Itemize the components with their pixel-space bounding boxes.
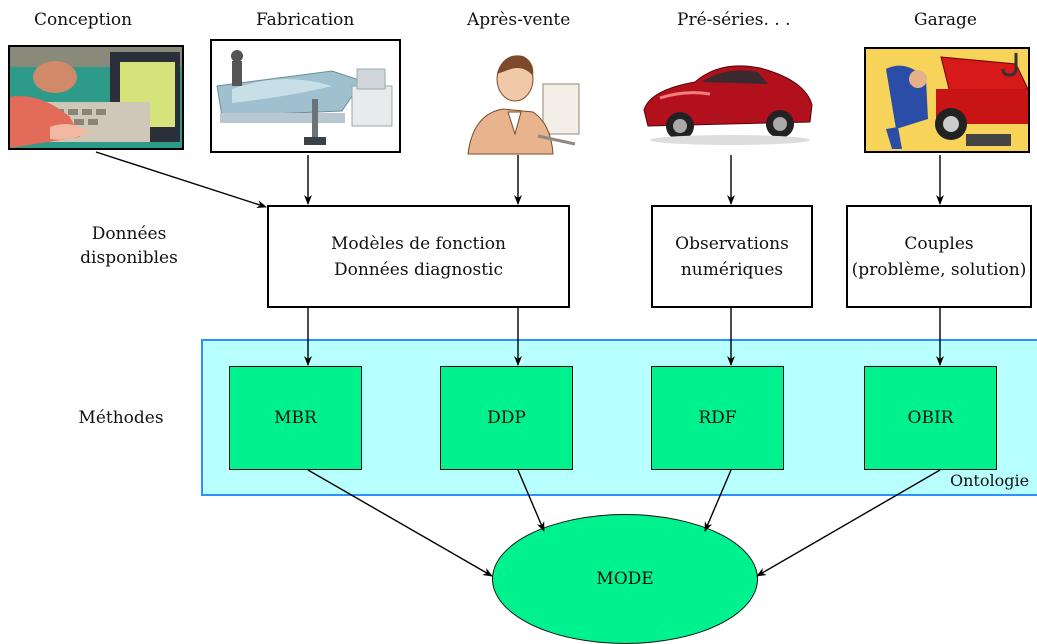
observations-line1: Observations xyxy=(675,233,789,254)
couples-line2: (problème, solution) xyxy=(851,259,1027,280)
method-mbr-box: MBR xyxy=(229,366,362,470)
method-ddp-box: DDP xyxy=(440,366,573,470)
available-data-label: Données disponibles xyxy=(80,224,178,268)
couples-box: Couples (problème, solution) xyxy=(846,205,1032,308)
function-models-box: Modèles de fonction Données diagnostic xyxy=(267,205,570,308)
mode-result-ellipse: MODE xyxy=(492,514,758,644)
header-apres-vente: Après-vente xyxy=(467,10,571,30)
apres-vente-image xyxy=(463,44,583,156)
fabrication-image xyxy=(210,39,401,153)
observations-line2: numériques xyxy=(680,259,784,280)
method-mbr-label: MBR xyxy=(274,408,317,428)
conception-image xyxy=(8,45,184,150)
method-rdf-box: RDF xyxy=(651,366,784,470)
header-conception: Conception xyxy=(34,10,133,30)
garage-image xyxy=(864,47,1030,153)
method-rdf-label: RDF xyxy=(698,408,737,428)
couples-line1: Couples xyxy=(904,233,974,254)
observations-box: Observations numériques xyxy=(651,205,813,308)
mode-result-label: MODE xyxy=(596,569,654,589)
method-obir-label: OBIR xyxy=(907,408,954,428)
arrow-conception-to-models xyxy=(95,151,267,209)
ontology-label: Ontologie xyxy=(950,471,1030,490)
header-fabrication: Fabrication xyxy=(256,10,355,30)
methods-label: Méthodes xyxy=(78,408,164,428)
method-ddp-label: DDP xyxy=(487,408,526,428)
pre-series-image xyxy=(640,50,818,150)
function-models-line1: Modèles de fonction xyxy=(330,233,506,254)
function-models-line2: Données diagnostic xyxy=(333,259,504,280)
header-pre-series: Pré-séries. . . xyxy=(677,10,791,30)
method-obir-box: OBIR xyxy=(864,366,997,470)
header-garage: Garage xyxy=(914,10,977,30)
